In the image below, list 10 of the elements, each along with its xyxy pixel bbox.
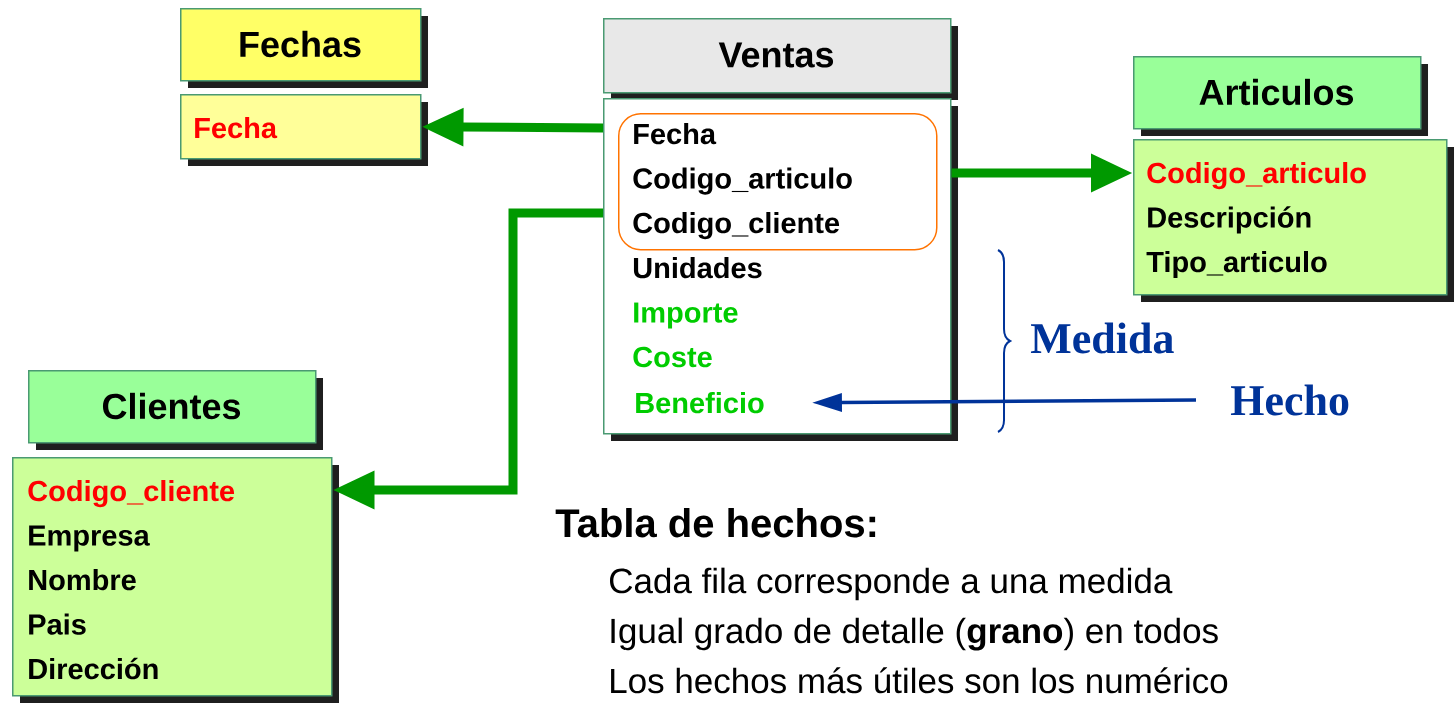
body-text: Los hechos más útiles son los numérico xyxy=(611,667,1228,694)
table-header: Articulos xyxy=(1133,56,1428,136)
table-header: Fechas xyxy=(180,8,428,88)
heading: Tabla de hechos: xyxy=(555,508,876,538)
brace-label: Medida xyxy=(1030,322,1174,354)
body-text: Igual grado de detalle (grano) en todos xyxy=(611,617,1218,651)
table-header: Ventas xyxy=(603,18,958,100)
table-header: Clientes xyxy=(28,370,323,450)
body-text: Cada fila corresponde a una medida xyxy=(610,567,1173,601)
callout-label: Hecho xyxy=(1230,384,1349,416)
